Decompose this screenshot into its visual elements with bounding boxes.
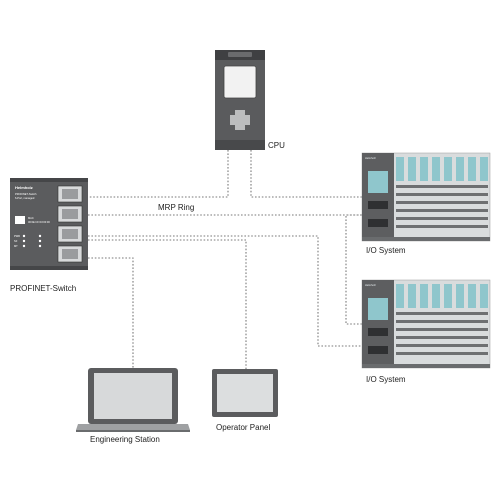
- profinet-switch-device: Helmholz PROFINET-Switch 6-Port, managed…: [10, 178, 88, 270]
- link-cpu-ring: [88, 150, 229, 198]
- io1-brand: Helmholz: [365, 156, 377, 160]
- switch-brand: Helmholz: [15, 185, 33, 190]
- switch-mac-value: 00:0E:CF:03:00:00: [28, 220, 50, 224]
- engineering-station-laptop: [76, 368, 190, 432]
- link-io1-io2: [345, 214, 362, 325]
- link-switch-io2: [88, 235, 362, 347]
- link-cpu-io1: [250, 150, 362, 198]
- switch-led-mt: MT: [14, 244, 18, 248]
- cpu-device: [215, 50, 265, 150]
- label-engineering-station: Engineering Station: [90, 435, 160, 444]
- switch-led-pwr: PWR: [14, 234, 20, 238]
- switch-model: PROFINET-Switch: [15, 192, 37, 196]
- label-io-system-1: I/O System: [366, 246, 406, 255]
- io-system-2-device: Helmholz: [361, 279, 491, 369]
- cpu-cross-icon: [230, 110, 250, 130]
- link-switch-op: [88, 239, 247, 369]
- connection-lines: [88, 150, 362, 369]
- label-operator-panel: Operator Panel: [216, 423, 271, 432]
- io-system-1-device: Helmholz: [361, 152, 491, 242]
- switch-model-sub: 6-Port, managed: [15, 196, 35, 200]
- label-mrp-ring: MRP Ring: [158, 203, 195, 212]
- switch-ports: [57, 185, 83, 263]
- switch-led-sf: SF: [14, 239, 18, 243]
- operator-panel-device: [212, 369, 278, 417]
- label-io-system-2: I/O System: [366, 375, 406, 384]
- label-profinet-switch: PROFINET-Switch: [10, 284, 77, 293]
- switch-mac-label: MAC: [28, 216, 34, 220]
- io2-brand: Helmholz: [365, 283, 377, 287]
- link-switch-es: [88, 257, 134, 368]
- label-cpu: CPU: [268, 141, 285, 150]
